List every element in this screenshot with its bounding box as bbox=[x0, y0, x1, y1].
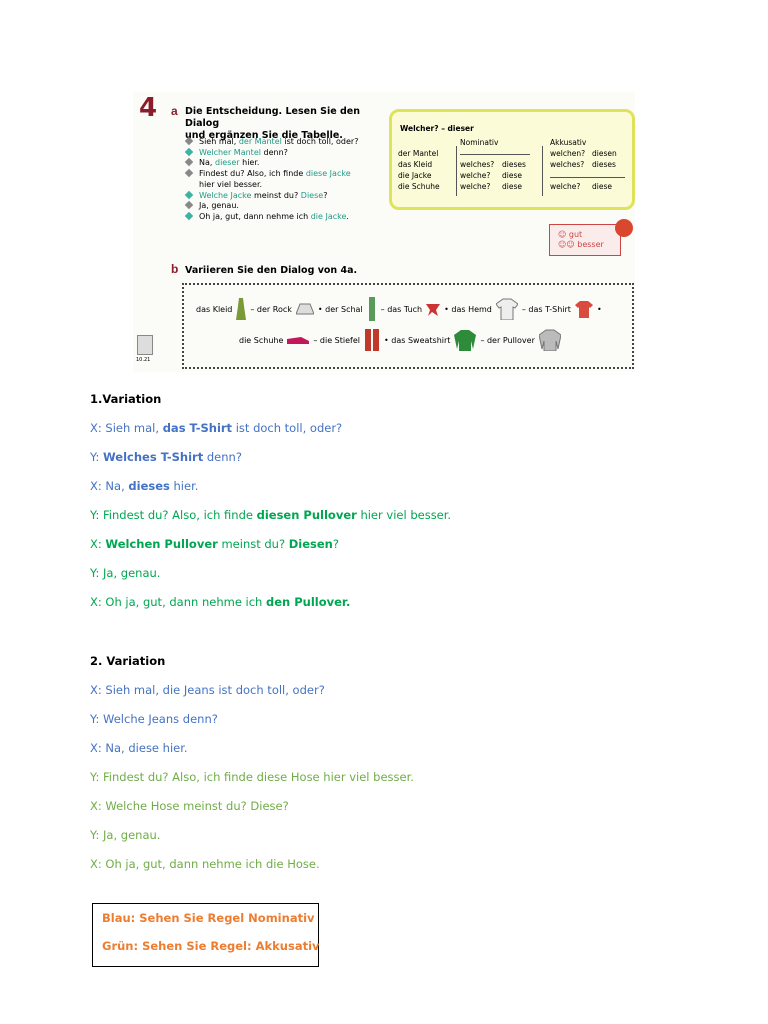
variation-2-line: X: Welche Hose meinst du? Diese? bbox=[90, 799, 289, 813]
grammar-heading: Welcher? – dieser bbox=[400, 124, 474, 133]
variation-2-line: X: Oh ja, gut, dann nehme ich die Hose. bbox=[90, 857, 320, 871]
dialog: Sieh mal, der Mantel ist doch toll, oder… bbox=[184, 136, 385, 223]
dialog-line: hier viel besser. bbox=[199, 179, 263, 189]
part-a-title: Die Entscheidung. Lesen Sie den Dialog u… bbox=[185, 106, 360, 141]
dress-icon bbox=[236, 298, 247, 320]
variation-2-line: Y: Ja, genau. bbox=[90, 828, 161, 842]
variation-1-line: X: Oh ja, gut, dann nehme ich den Pullov… bbox=[90, 595, 351, 609]
variation-1-line: X: Na, dieses hier. bbox=[90, 479, 199, 493]
pullover-icon bbox=[538, 329, 561, 351]
shoes-icon bbox=[287, 337, 310, 344]
textbook-excerpt: 4 a Die Entscheidung. Lesen Sie den Dial… bbox=[133, 92, 635, 372]
variation-1-heading: 1.Variation bbox=[90, 392, 162, 406]
variation-2-line: X: Sieh mal, die Jeans ist doch toll, od… bbox=[90, 683, 325, 697]
dialog-line: Welcher Mantel denn? bbox=[184, 147, 385, 159]
vocab-row-1: das Kleid – der Rock • der Schal – das T… bbox=[196, 297, 602, 321]
variation-1-line: Y: Ja, genau. bbox=[90, 566, 161, 580]
boots-icon bbox=[365, 329, 380, 351]
variation-2-line: Y: Welche Jeans denn? bbox=[90, 712, 218, 726]
cd-track-label: 10.21 bbox=[136, 357, 151, 363]
legend-blue: Blau: Sehen Sie Regel Nominativ bbox=[102, 911, 315, 925]
dialog-line: Welche Jacke meinst du? Diese? bbox=[184, 190, 385, 202]
dialog-line: Sieh mal, der Mantel ist doch toll, oder… bbox=[184, 136, 385, 148]
variation-1-line: X: Sieh mal, das T-Shirt ist doch toll, … bbox=[90, 421, 343, 435]
gut-besser-box: ☺ gut ☺☺ besser bbox=[549, 219, 633, 256]
variation-1-line: X: Welchen Pullover meinst du? Diesen? bbox=[90, 537, 339, 551]
shirt-icon bbox=[495, 298, 518, 320]
dialog-line: Na, dieser hier. bbox=[184, 158, 385, 169]
sweatshirt-icon bbox=[454, 330, 477, 351]
variation-2-heading: 2. Variation bbox=[90, 654, 166, 668]
badge-icon bbox=[615, 219, 633, 237]
cloth-icon bbox=[426, 304, 441, 316]
part-b-title: Variieren Sie den Dialog von 4a. bbox=[185, 265, 358, 276]
dialog-line: Findest du? Also, ich finde diese Jacke bbox=[184, 168, 385, 180]
cd-icon bbox=[137, 335, 153, 355]
grammar-table: Welcher? – dieser Nominativ Akkusativ de… bbox=[389, 109, 635, 210]
exercise-number: 4 bbox=[139, 93, 158, 123]
dialog-line: Ja, genau. bbox=[184, 200, 385, 212]
vocab-box: das Kleid – der Rock • der Schal – das T… bbox=[182, 283, 634, 369]
skirt-icon bbox=[295, 303, 314, 315]
variation-1-line: Y: Findest du? Also, ich finde diesen Pu… bbox=[90, 508, 452, 522]
scarf-icon bbox=[368, 297, 375, 321]
vocab-row-2: die Schuhe – die Stiefel • das Sweatshir… bbox=[239, 329, 561, 351]
variation-2-line: Y: Findest du? Also, ich finde diese Hos… bbox=[90, 770, 414, 784]
dialog-line: Oh ja, gut, dann nehme ich die Jacke. bbox=[184, 211, 385, 223]
legend-green: Grün: Sehen Sie Regel: Akkusativ bbox=[102, 939, 320, 953]
part-a-label: a bbox=[171, 104, 178, 118]
part-b-label: b bbox=[171, 262, 179, 276]
variation-2-line: X: Na, diese hier. bbox=[90, 741, 188, 755]
color-legend-box: Blau: Sehen Sie Regel Nominativ Grün: Se… bbox=[92, 903, 320, 967]
variation-1-line: Y: Welches T-Shirt denn? bbox=[90, 450, 242, 464]
tshirt-icon bbox=[574, 301, 593, 318]
